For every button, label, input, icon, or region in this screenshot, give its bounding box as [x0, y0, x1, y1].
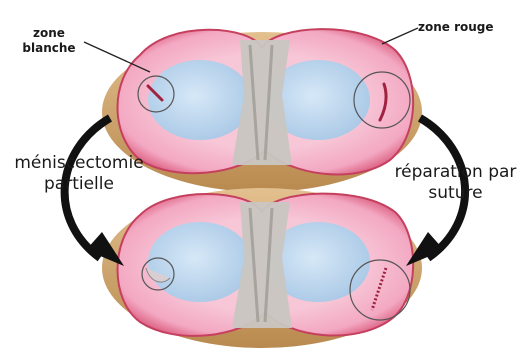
label-zone-blanche: zone blanche: [14, 26, 84, 56]
leader-zone-rouge: [382, 28, 418, 44]
white-zone-left-top: [148, 60, 252, 140]
label-meniscectomie: méniscectomie partielle: [4, 153, 154, 195]
white-zone-left-bottom: [148, 222, 252, 302]
meniscus-bottom: [102, 188, 422, 348]
label-reparation: réparation par suture: [388, 162, 523, 204]
label-zone-rouge: zone rouge: [418, 20, 494, 35]
